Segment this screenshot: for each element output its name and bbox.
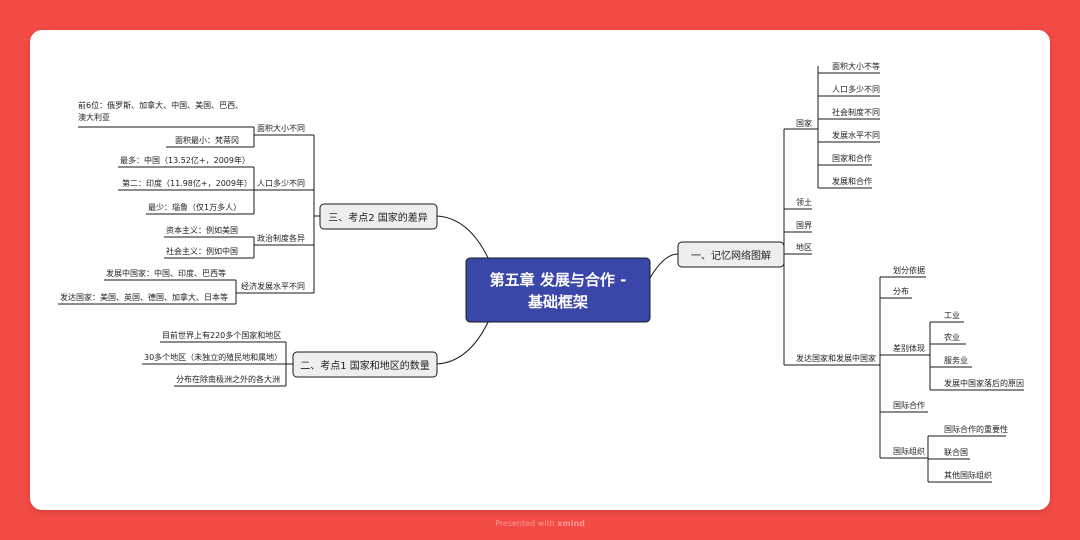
xmind-brand: xmind	[557, 519, 585, 528]
branch-country-difference-node[interactable]	[319, 203, 438, 230]
node-count-item[interactable]: 30多个地区（未独立的殖民地和属地）	[144, 352, 282, 362]
branch-country-count-label: 二、考点1 国家和地区的数量	[300, 359, 430, 372]
node-difference-item[interactable]: 服务业	[944, 355, 968, 365]
root-title-line2: 基础框架	[527, 293, 588, 311]
node-country-item[interactable]: 社会制度不同	[832, 107, 880, 117]
node-country-item[interactable]: 面积大小不等	[832, 61, 880, 71]
branch-country-count-node[interactable]	[292, 351, 438, 378]
node-organization-item[interactable]: 其他国际组织	[944, 470, 992, 480]
node-country-item[interactable]: 国家和合作	[832, 153, 872, 163]
node-population-item[interactable]: 最少：瑙鲁（仅1万多人）	[148, 202, 241, 212]
node-international-cooperation[interactable]: 国际合作	[893, 400, 925, 410]
node-count-item[interactable]: 目前世界上有220多个国家和地区	[162, 330, 281, 340]
node-country-item[interactable]: 人口多少不同	[832, 84, 880, 94]
node-economic-item[interactable]: 发达国家：美国、英国、德国、加拿大、日本等	[60, 292, 228, 302]
node-count-item[interactable]: 分布在除南极洲之外的各大洲	[176, 374, 280, 384]
node-distribution[interactable]: 分布	[893, 286, 909, 296]
node-difference-item[interactable]: 农业	[944, 332, 960, 342]
node-organization-item[interactable]: 联合国	[944, 447, 968, 457]
node-international-organizations[interactable]: 国际组织	[893, 446, 925, 456]
node-population-item[interactable]: 最多：中国（13.52亿+，2009年）	[120, 155, 250, 165]
branch-memory-map-label: 一、记忆网络图解	[691, 249, 771, 262]
footer-text: Presented with	[495, 519, 555, 528]
node-economic-item[interactable]: 发展中国家：中国、印度、巴西等	[106, 268, 226, 278]
node-political-item[interactable]: 社会主义：例如中国	[166, 246, 238, 256]
node-territory[interactable]: 领土	[796, 197, 812, 207]
root-node[interactable]	[465, 257, 651, 323]
node-border[interactable]: 国界	[796, 221, 812, 230]
node-developed-developing[interactable]: 发达国家和发展中国家	[796, 353, 876, 363]
root-title-line1: 第五章 发展与合作 -	[490, 271, 627, 289]
branch-country-difference-label: 三、考点2 国家的差异	[328, 211, 428, 224]
node-economic-level[interactable]: 经济发展水平不同	[241, 281, 305, 291]
node-area-item[interactable]: 澳大利亚	[78, 112, 110, 122]
node-difference[interactable]: 差别体现	[893, 343, 925, 353]
node-political-system[interactable]: 政治制度各异	[257, 233, 305, 243]
node-area[interactable]: 面积大小不同	[257, 123, 305, 133]
node-country-item[interactable]: 发展和合作	[832, 176, 872, 186]
node-difference-item[interactable]: 发展中国家落后的原因	[944, 378, 1024, 388]
node-difference-item[interactable]: 工业	[944, 310, 960, 320]
node-country-item[interactable]: 发展水平不同	[832, 130, 880, 140]
branch-memory-map-node[interactable]	[677, 241, 785, 268]
presented-with-footer: Presented with xmind	[0, 519, 1080, 528]
node-political-item[interactable]: 资本主义：例如美国	[166, 225, 238, 235]
node-population[interactable]: 人口多少不同	[257, 178, 305, 188]
node-population-item[interactable]: 第二：印度（11.98亿+，2009年）	[122, 178, 252, 188]
node-country[interactable]: 国家	[796, 118, 812, 128]
node-region[interactable]: 地区	[796, 242, 812, 252]
node-organization-item[interactable]: 国际合作的重要性	[944, 424, 1008, 434]
node-division-basis[interactable]: 划分依据	[893, 265, 925, 275]
node-area-item[interactable]: 面积最小：梵蒂冈	[175, 135, 239, 145]
connectors	[58, 66, 1024, 483]
node-area-item[interactable]: 前6位：俄罗斯、加拿大、中国、美国、巴西、	[78, 100, 243, 110]
